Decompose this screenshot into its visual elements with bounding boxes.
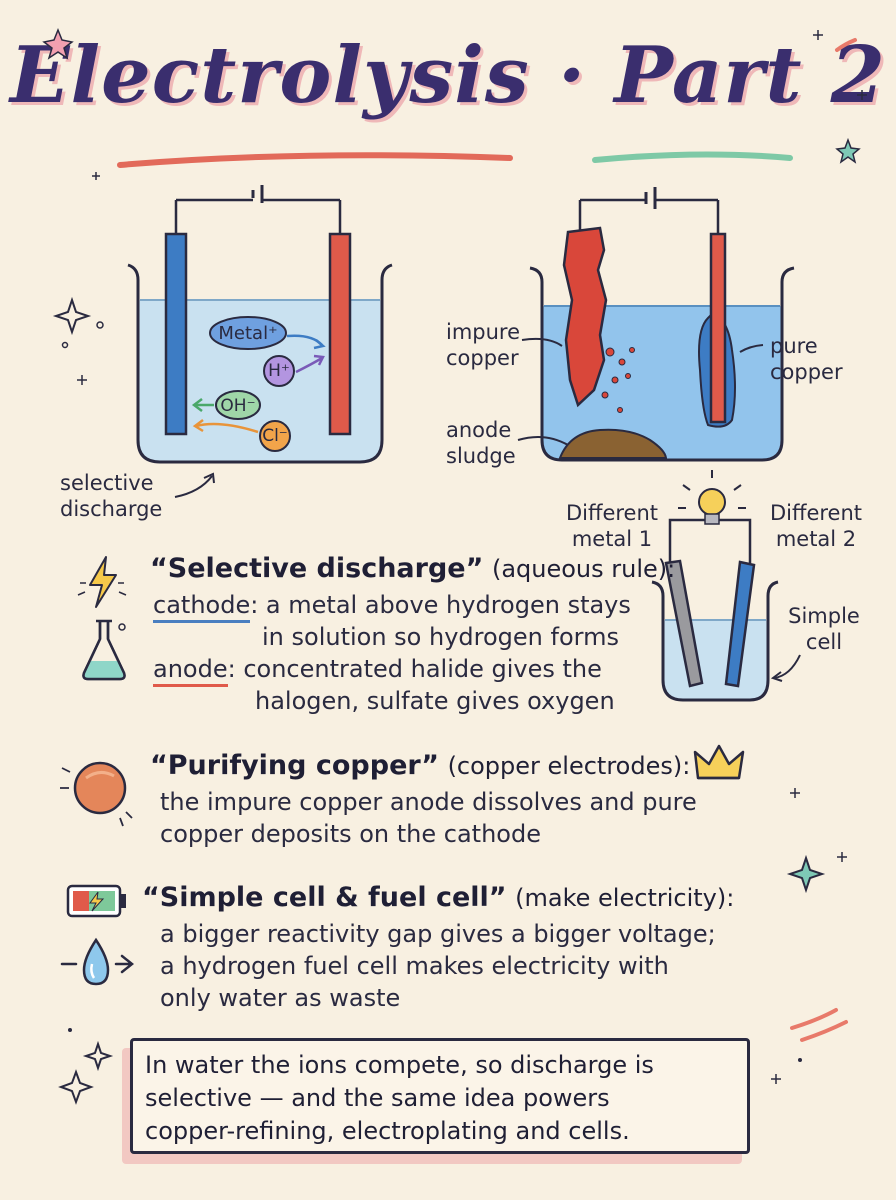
simple-cell-label: Simple cell bbox=[784, 603, 864, 655]
cells-line1: a bigger reactivity gap gives a bigger v… bbox=[160, 920, 716, 948]
flask-icon bbox=[82, 619, 126, 681]
summary-box: In water the ions compete, so discharge … bbox=[130, 1038, 750, 1154]
selective-discharge-label: selective discharge bbox=[60, 470, 162, 522]
purifying-section-title: “Purifying copper” (copper electrodes): bbox=[150, 750, 690, 781]
cathode-term: cathode bbox=[153, 591, 251, 623]
lightning-icon bbox=[77, 556, 127, 608]
label-line: Simple bbox=[788, 604, 860, 628]
water-drop-icon bbox=[60, 937, 135, 986]
cathode-rule-line2: in solution so hydrogen forms bbox=[262, 623, 619, 651]
metal2-label: Different metal 2 bbox=[762, 500, 870, 552]
selective-section-title: “Selective discharge” (aqueous rule): bbox=[150, 553, 675, 584]
cathode-text: : a metal above hydrogen stays bbox=[250, 591, 631, 619]
summary-line: selective — and the same idea powers bbox=[145, 1084, 610, 1112]
label-line: sludge bbox=[446, 444, 516, 468]
pure-copper-label: pure copper bbox=[770, 333, 843, 385]
label-line: copper bbox=[770, 360, 843, 384]
summary-line: In water the ions compete, so discharge … bbox=[145, 1051, 654, 1079]
impure-copper-label: impure copper bbox=[446, 319, 520, 371]
anode-sludge-label: anode sludge bbox=[446, 417, 516, 469]
label-line: Different bbox=[769, 501, 863, 525]
label-line: pure bbox=[770, 334, 818, 358]
cells-section-title: “Simple cell & fuel cell” (make electric… bbox=[142, 882, 734, 913]
purifying-subtitle: (copper electrodes): bbox=[447, 752, 691, 780]
selective-subtitle: (aqueous rule): bbox=[491, 555, 676, 583]
ion-hydroxide-label: OH⁻ bbox=[220, 396, 256, 416]
label-line: metal 2 bbox=[775, 527, 857, 551]
label-line: anode bbox=[446, 418, 512, 442]
anode-rule-line2: halogen, sulfate gives oxygen bbox=[255, 687, 615, 715]
ion-chloride-label: Cl⁻ bbox=[262, 426, 288, 446]
copper-coin-icon bbox=[60, 761, 133, 827]
selective-heading: “Selective discharge” bbox=[150, 553, 484, 584]
title-underline bbox=[117, 151, 793, 168]
metal1-label: Different metal 1 bbox=[560, 500, 664, 552]
crown-icon bbox=[693, 744, 745, 780]
cells-subtitle: (make electricity): bbox=[515, 884, 735, 912]
ion-metal-label: Metal⁺ bbox=[218, 323, 278, 344]
label-line: metal 1 bbox=[571, 527, 653, 551]
label-line: selective bbox=[60, 471, 154, 495]
cells-line2: a hydrogen fuel cell makes electricity w… bbox=[160, 952, 669, 980]
purifying-heading: “Purifying copper” bbox=[150, 750, 439, 781]
label-line: discharge bbox=[60, 497, 163, 521]
summary-line: copper-refining, electroplating and cell… bbox=[145, 1117, 630, 1145]
ion-hydrogen-label: H⁺ bbox=[268, 361, 290, 381]
cells-heading: “Simple cell & fuel cell” bbox=[142, 882, 507, 913]
label-line: cell bbox=[805, 630, 843, 654]
cathode-rule: cathode: a metal above hydrogen stays bbox=[153, 589, 631, 623]
cells-line3: only water as waste bbox=[160, 984, 401, 1012]
anode-term: anode bbox=[153, 655, 228, 687]
label-line: Different bbox=[565, 501, 659, 525]
purifying-line1: the impure copper anode dissolves and pu… bbox=[160, 788, 697, 816]
purifying-line2: copper deposits on the cathode bbox=[160, 820, 541, 848]
anode-rule: anode: concentrated halide gives the bbox=[153, 653, 602, 687]
page-title: Electrolysis · Part 2 bbox=[10, 30, 886, 121]
anode-text: : concentrated halide gives the bbox=[227, 655, 602, 683]
label-line: copper bbox=[446, 346, 519, 370]
label-line: impure bbox=[446, 320, 521, 344]
battery-icon bbox=[66, 884, 126, 918]
